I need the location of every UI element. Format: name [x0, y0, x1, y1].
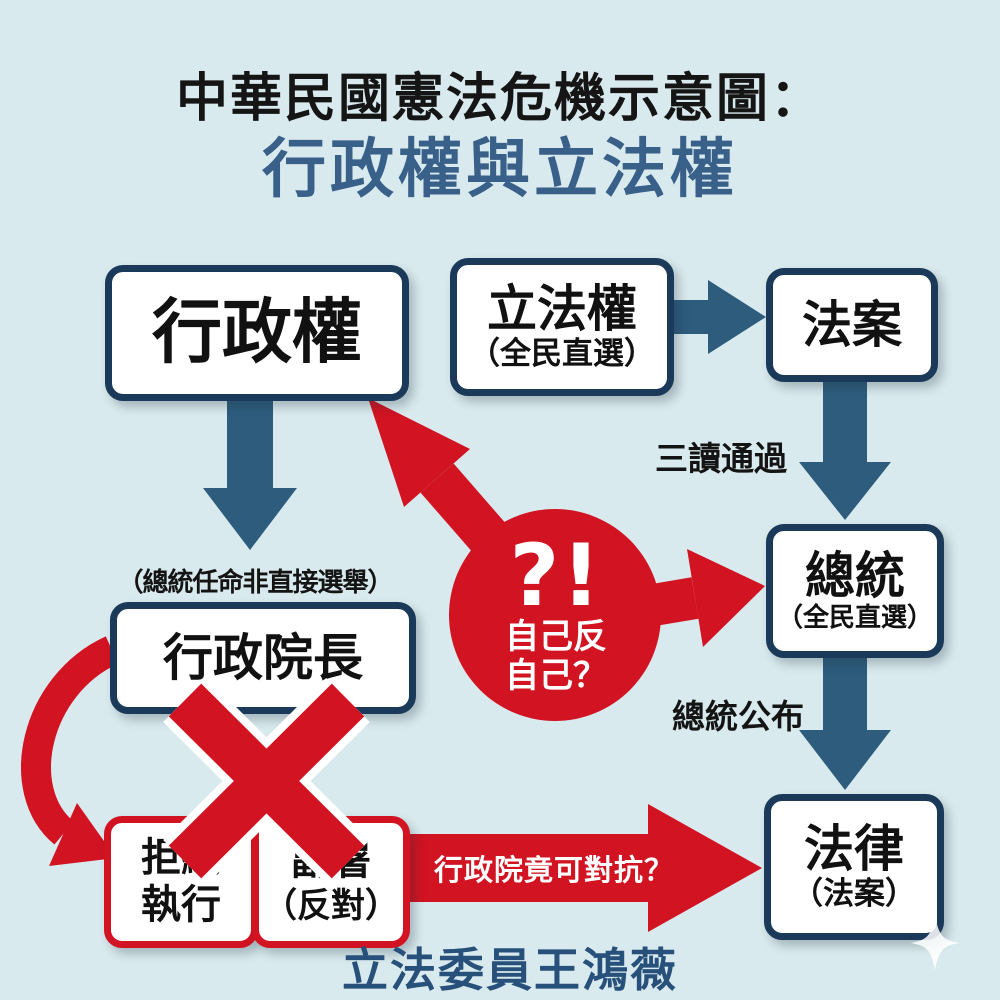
alert-circle	[449, 509, 661, 721]
question-exclamation-icon: ?!	[509, 526, 603, 627]
president-to-law-arrow	[799, 643, 891, 790]
node-legislative-power-label: 立法權	[487, 279, 637, 338]
node-bill: 法案	[766, 268, 938, 382]
node-law-label: 法律	[804, 819, 904, 878]
resist-arrow-label: 行政院竟可對抗？	[433, 853, 674, 887]
executive-to-premier-arrow	[203, 388, 297, 550]
node-refuse-line1: 拒絕	[141, 834, 221, 881]
node-legislative-power: 立法權 （全民直選）	[450, 258, 674, 396]
credit-author: 立法委員王鴻薇	[342, 943, 678, 997]
node-countersign-line1: 副署	[291, 838, 371, 885]
alert-to-executive-arrowhead	[368, 398, 470, 507]
node-bill-label: 法案	[802, 295, 902, 354]
three-readings-label: 三讀通過	[655, 439, 787, 478]
resist-arrow	[393, 804, 762, 932]
page-subtitle: 行政權與立法權	[262, 133, 738, 207]
premier-appointed-note: （總統任命非直接選舉）	[117, 568, 393, 598]
node-refuse-execute: 拒絕 執行	[104, 816, 258, 948]
node-premier-label: 行政院長	[163, 628, 363, 687]
node-president: 總統 （全民直選）	[766, 524, 944, 658]
node-premier: 行政院長	[110, 602, 416, 714]
node-countersign: 副署 （反對）	[252, 816, 410, 948]
node-law-sublabel: （法案）	[792, 876, 916, 913]
alert-bubble-text: ?! 自己反 自己？	[450, 508, 662, 724]
node-refuse-line2: 執行	[141, 882, 221, 928]
president-promulgates-label: 總統公布	[672, 697, 804, 736]
node-countersign-line2: （反對）	[263, 885, 399, 926]
legislative-to-bill-arrow	[658, 280, 766, 354]
premier-to-refuse-arrowhead	[49, 803, 116, 866]
node-president-sublabel: （全民直選）	[776, 603, 933, 634]
node-executive-power-label: 行政權	[152, 291, 362, 374]
node-law: 法律 （法案）	[764, 794, 944, 940]
node-legislative-power-sublabel: （全民直選）	[469, 336, 655, 373]
alert-line2: 自己？	[505, 655, 607, 696]
node-president-label: 總統	[805, 546, 905, 605]
alert-to-president-arrowhead	[687, 549, 765, 647]
bill-to-president-arrow	[799, 366, 891, 520]
alert-line1: 自己反	[505, 616, 607, 657]
node-executive-power: 行政權	[105, 265, 409, 401]
page-title: 中華民國憲法危機示意圖：	[175, 69, 824, 129]
premier-to-refuse-curved-arrow	[21, 636, 119, 845]
